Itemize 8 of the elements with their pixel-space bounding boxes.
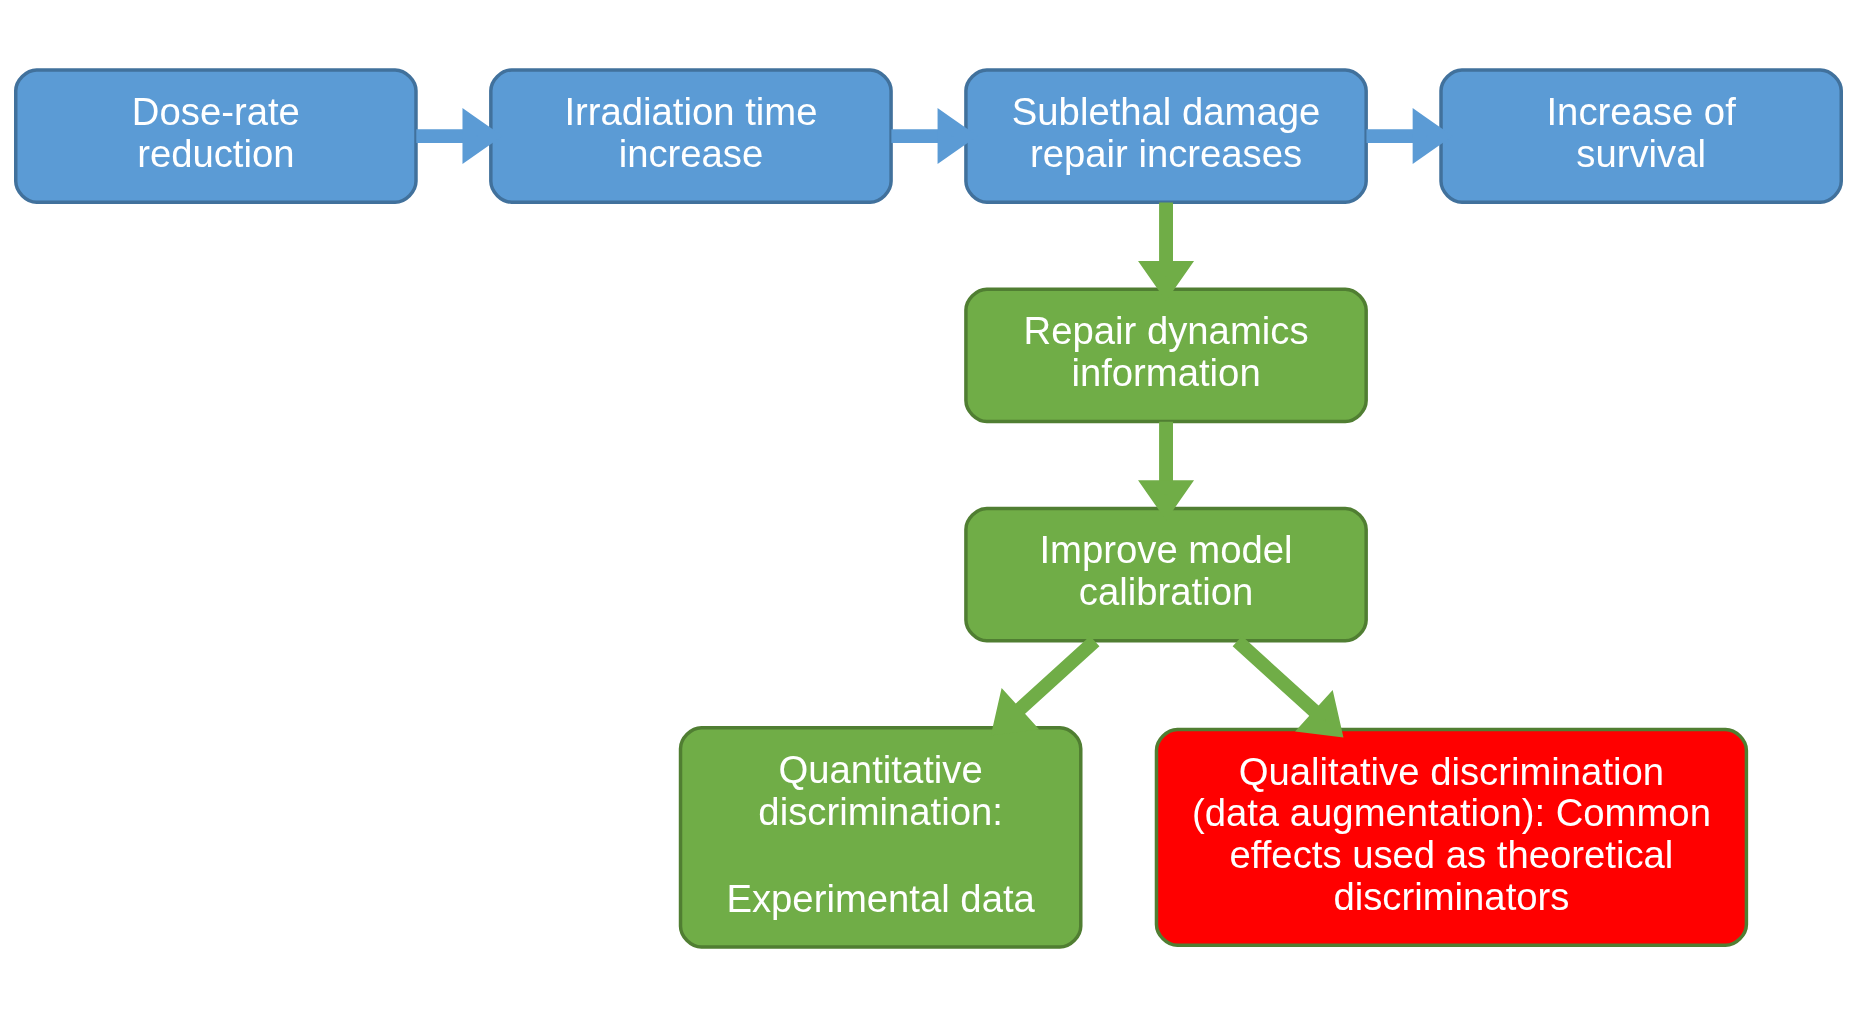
- node-box: Increase of survival: [1439, 68, 1843, 204]
- node-box: Qualitative discrimination (data augmentation): Common effects used as theoretical discriminators: [1154, 727, 1749, 948]
- node-box: Improve model calibration: [964, 506, 1368, 643]
- node-box: Dose-rate reduction: [14, 68, 418, 204]
- node-box: Sublethal damage repair increases: [964, 68, 1368, 204]
- node-box: Repair dynamics information: [964, 287, 1368, 424]
- node-box: Irradiation time increase: [489, 68, 893, 204]
- node-box: Quantitative discrimination: Experimental data: [678, 726, 1083, 949]
